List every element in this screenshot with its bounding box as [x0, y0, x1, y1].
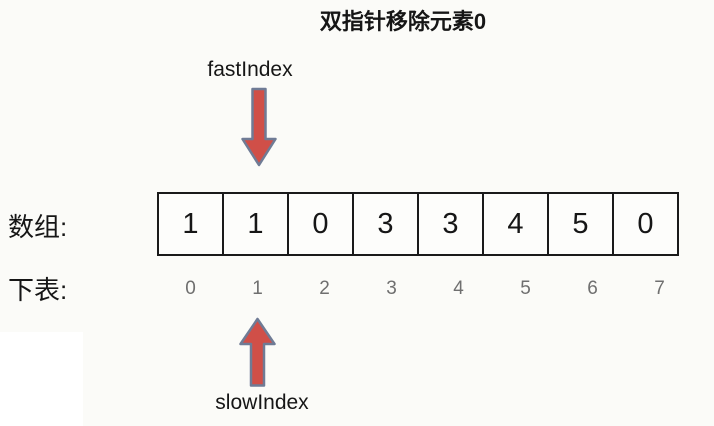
- array-cell: 1: [222, 192, 289, 256]
- index-cell: 4: [453, 278, 464, 299]
- array-cell: 0: [612, 192, 679, 256]
- array-cell: 4: [482, 192, 549, 256]
- index-cell: 2: [319, 278, 330, 299]
- slow-pointer-label: slowIndex: [215, 391, 309, 414]
- index-cell: 0: [185, 278, 196, 299]
- diagram-title: 双指针移除元素0: [319, 9, 487, 34]
- index-row: 0 1 2 3 4 5 6 7: [157, 278, 693, 300]
- index-cell: 6: [587, 278, 598, 299]
- index-cell: 3: [386, 278, 397, 299]
- array-row-label: 数组:: [8, 212, 68, 242]
- index-cell: 1: [252, 278, 263, 299]
- array-cell: 1: [157, 192, 224, 256]
- index-row-label: 下表:: [8, 275, 68, 305]
- slow-pointer-arrow-up-icon: [239, 317, 276, 387]
- index-cell: 7: [654, 278, 665, 299]
- array-cell: 3: [352, 192, 419, 256]
- fast-pointer-arrow-down-icon: [241, 87, 277, 167]
- fast-pointer-label: fastIndex: [207, 58, 293, 81]
- array-cell: 0: [287, 192, 354, 256]
- array-cell: 5: [547, 192, 614, 256]
- background-patch: [0, 332, 83, 426]
- array-cell: 3: [417, 192, 484, 256]
- index-cell: 5: [520, 278, 531, 299]
